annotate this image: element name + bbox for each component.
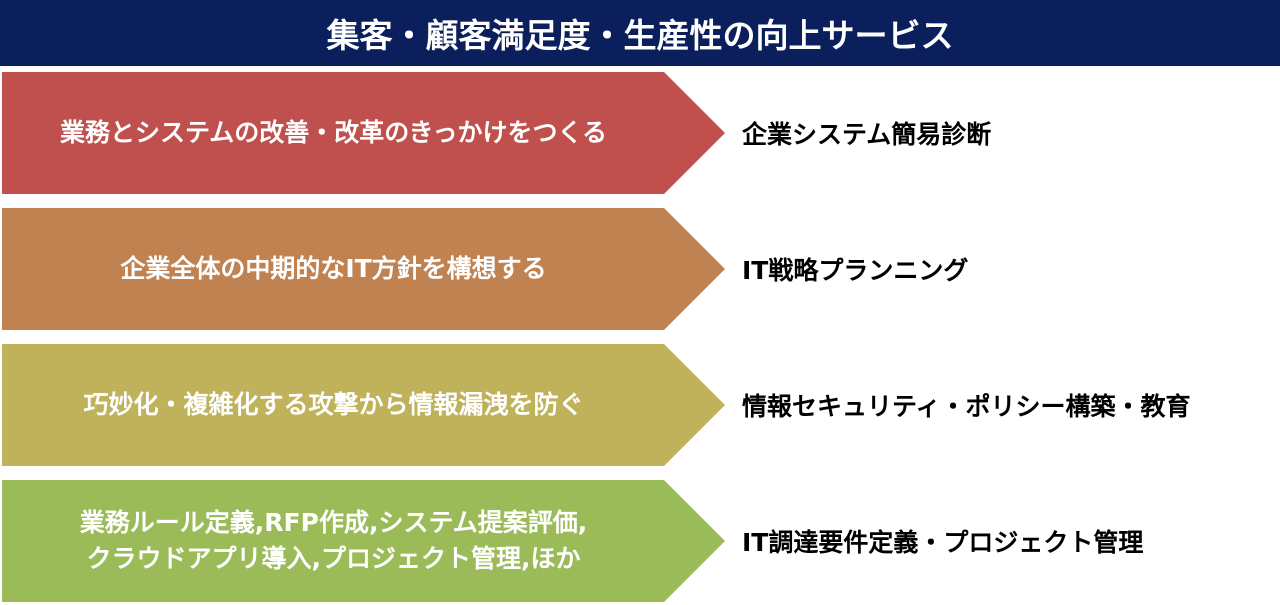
- arrow-row-4: 業務ルール定義,RFP作成,システム提案評価, クラウドアプリ導入,プロジェクト管…: [2, 480, 725, 602]
- arrow-row-3: 巧妙化・複雑化する攻撃から情報漏洩を防ぐ: [2, 344, 725, 466]
- arrow-row-2: 企業全体の中期的なIT方針を構想する: [2, 208, 725, 330]
- arrow-text: クラウドアプリ導入,プロジェクト管理,ほか: [86, 544, 581, 573]
- service-label: 企業システム簡易診断: [742, 120, 992, 149]
- arrow-text: 巧妙化・複雑化する攻撃から情報漏洩を防ぐ: [83, 389, 584, 419]
- service-label: 情報セキュリティ・ポリシー構築・教育: [742, 392, 1191, 421]
- arrow-text: 企業全体の中期的なIT方針を構想する: [120, 253, 547, 283]
- arrow-text: 業務ルール定義,RFP作成,システム提案評価,: [79, 507, 588, 537]
- arrow-row-1: 業務とシステムの改善・改革のきっかけをつくる: [2, 72, 725, 194]
- arrow-text: 業務とシステムの改善・改革のきっかけをつくる: [59, 117, 607, 147]
- service-label: IT調達要件定義・プロジェクト管理: [742, 528, 1144, 557]
- service-label: IT戦略プランニング: [742, 256, 969, 285]
- page-title: 集客・顧客満足度・生産性の向上サービス: [0, 0, 1280, 66]
